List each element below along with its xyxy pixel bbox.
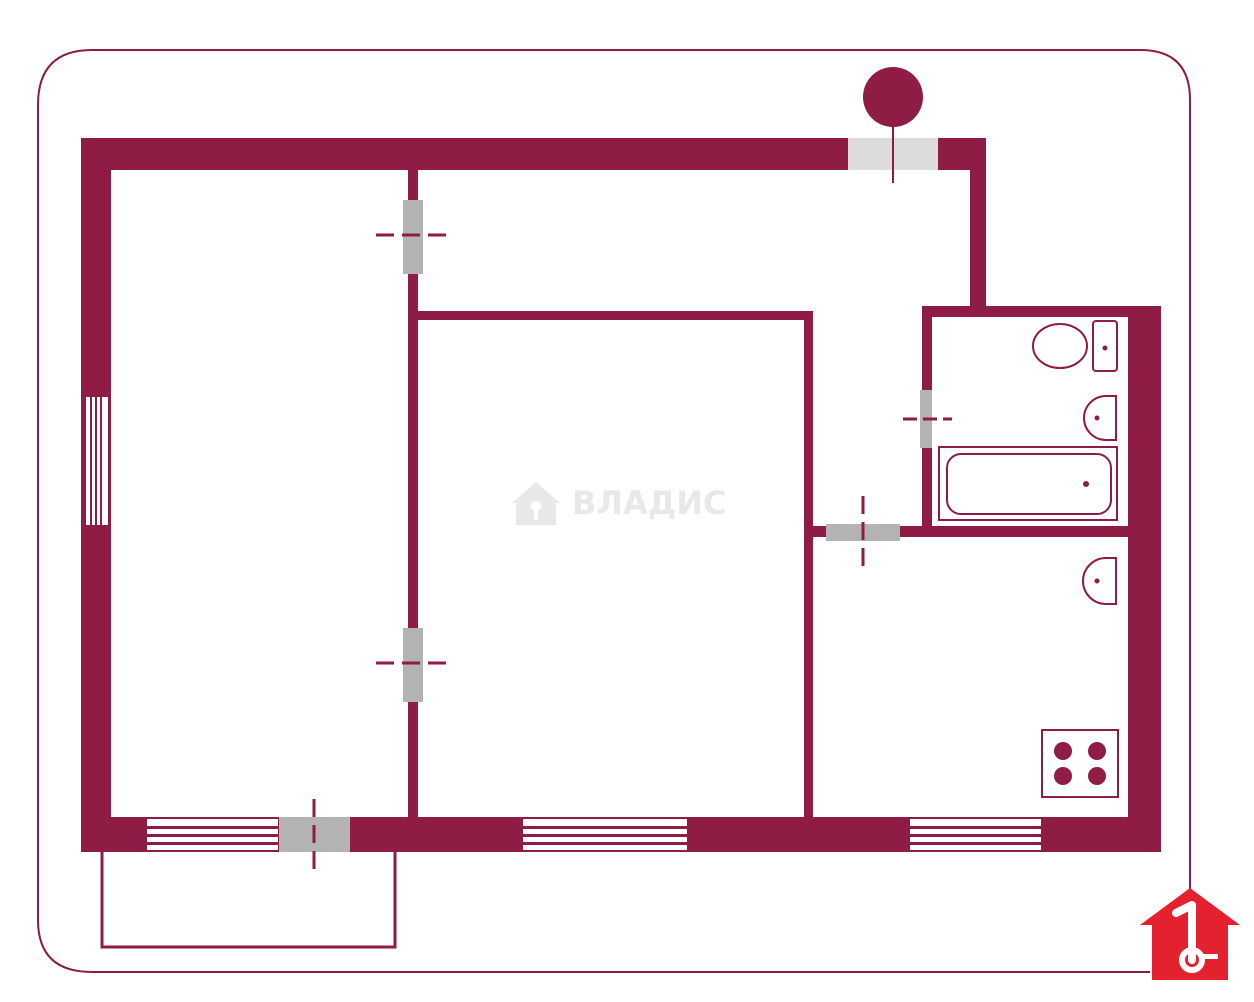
plan-boundary xyxy=(92,49,1191,895)
bathroom-sink-icon xyxy=(1083,395,1117,441)
wall-room1-room2 xyxy=(408,170,418,820)
door-room2-left xyxy=(376,628,448,702)
toilet-icon xyxy=(1032,320,1118,372)
wall-room2-kitchen xyxy=(804,311,813,819)
bathtub-icon xyxy=(938,446,1118,521)
window-bottom-room1 xyxy=(147,819,278,850)
wall-kitchen-top xyxy=(813,526,1131,537)
wall-bathroom-top xyxy=(922,306,1161,317)
windows xyxy=(86,397,1041,850)
door-room1-top xyxy=(376,200,448,274)
wall-room2-top xyxy=(408,311,813,320)
wall-right xyxy=(1128,306,1161,852)
house-key-logo-icon xyxy=(1140,888,1240,980)
window-bottom-kitchen xyxy=(910,819,1041,850)
door-bathroom xyxy=(903,390,952,448)
kitchen-sink-icon xyxy=(1082,557,1117,605)
wall-top-right-stub xyxy=(970,138,986,308)
balcony xyxy=(100,848,397,949)
watermark: ВЛАДИС xyxy=(512,482,727,525)
door-kitchen xyxy=(826,496,900,568)
wall-top-main xyxy=(81,138,986,170)
door-openings xyxy=(279,200,952,870)
door-balcony xyxy=(279,799,350,870)
entrance-marker-icon xyxy=(863,67,923,127)
stove-icon xyxy=(1041,729,1119,798)
window-left xyxy=(86,397,108,525)
window-bottom-room2 xyxy=(523,819,687,850)
watermark-text: ВЛАДИС xyxy=(572,484,727,522)
plan-boundary-left xyxy=(37,49,1150,973)
